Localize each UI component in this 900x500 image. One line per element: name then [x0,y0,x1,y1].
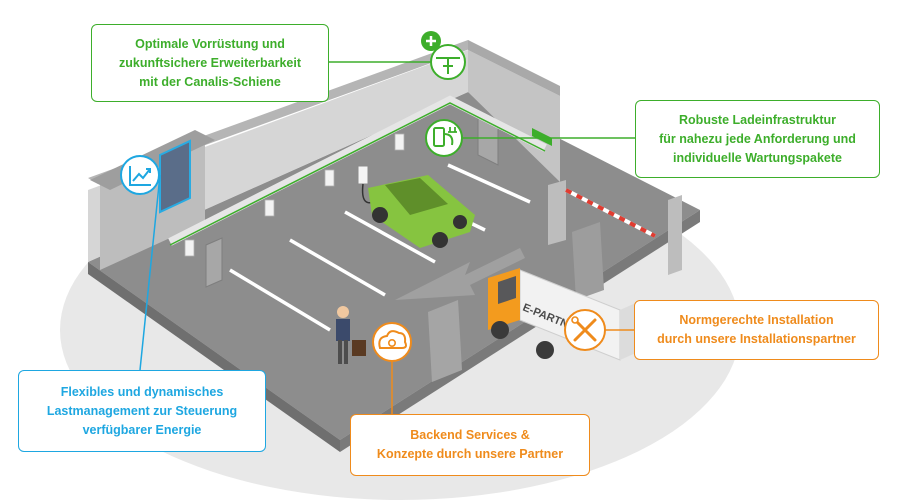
callout-backend-services: Backend Services & Konzepte durch unsere… [350,414,590,476]
back-wall-right-top [468,40,560,96]
glass-panel [159,139,191,214]
cloud-gear-icon [372,322,412,362]
connector-lines [139,61,635,414]
ev-charger-icon [425,119,463,157]
payment-terminal [428,300,462,382]
callout-line: Robuste Ladeinfrastruktur [679,112,836,127]
tools-icon [564,309,606,351]
chart-trend-icon [120,155,160,195]
garage-floor [88,92,700,440]
callout-load-management: Flexibles und dynamisches Lastmanagement… [18,370,266,452]
callout-line: durch unsere Installationspartner [657,332,856,346]
callout-line: für nahezu jede Anforderung und [659,131,856,146]
ticket-machine [572,222,604,300]
callout-installation: Normgerechte Installation durch unsere I… [634,300,879,360]
callout-line: Optimale Vorrüstung und [135,36,285,51]
electric-car [368,175,475,248]
gate-post [668,195,682,275]
barrier-arm-stripes [565,188,656,238]
canalis-rail [168,95,547,246]
callout-line: Konzepte durch unsere Partner [376,447,564,461]
floor-front-edge [88,262,340,452]
wallbox [357,165,369,185]
back-wall-right [468,50,560,182]
callout-canalis-rail: Optimale Vorrüstung und zukunftsichere E… [91,24,329,102]
floor-right-edge [340,210,700,452]
direction-arrow [395,248,525,300]
callout-line: individuelle Wartungspakete [672,150,842,165]
callout-line: mit der Canalis-Schiene [139,74,281,89]
barrier-pillar [548,180,566,245]
callout-line: Backend Services & [410,428,530,442]
person [336,306,366,364]
door-left [205,237,223,288]
busbar-plus-icon [421,31,466,80]
canalis-rail-accent [169,102,546,246]
callout-line: zukunftsichere Erweiterbarkeit [118,55,301,70]
callout-line: verfügbarer Energie [82,422,202,437]
callout-line: Lastmanagement zur Steuerung [46,403,238,418]
callout-charging-infrastructure: Robuste Ladeinfrastruktur für nahezu jed… [635,100,880,178]
rail-taps [184,133,405,257]
exit-sign [532,128,552,146]
callout-line: Flexibles und dynamisches [60,384,224,399]
callout-line: Normgerechte Installation [679,313,834,327]
